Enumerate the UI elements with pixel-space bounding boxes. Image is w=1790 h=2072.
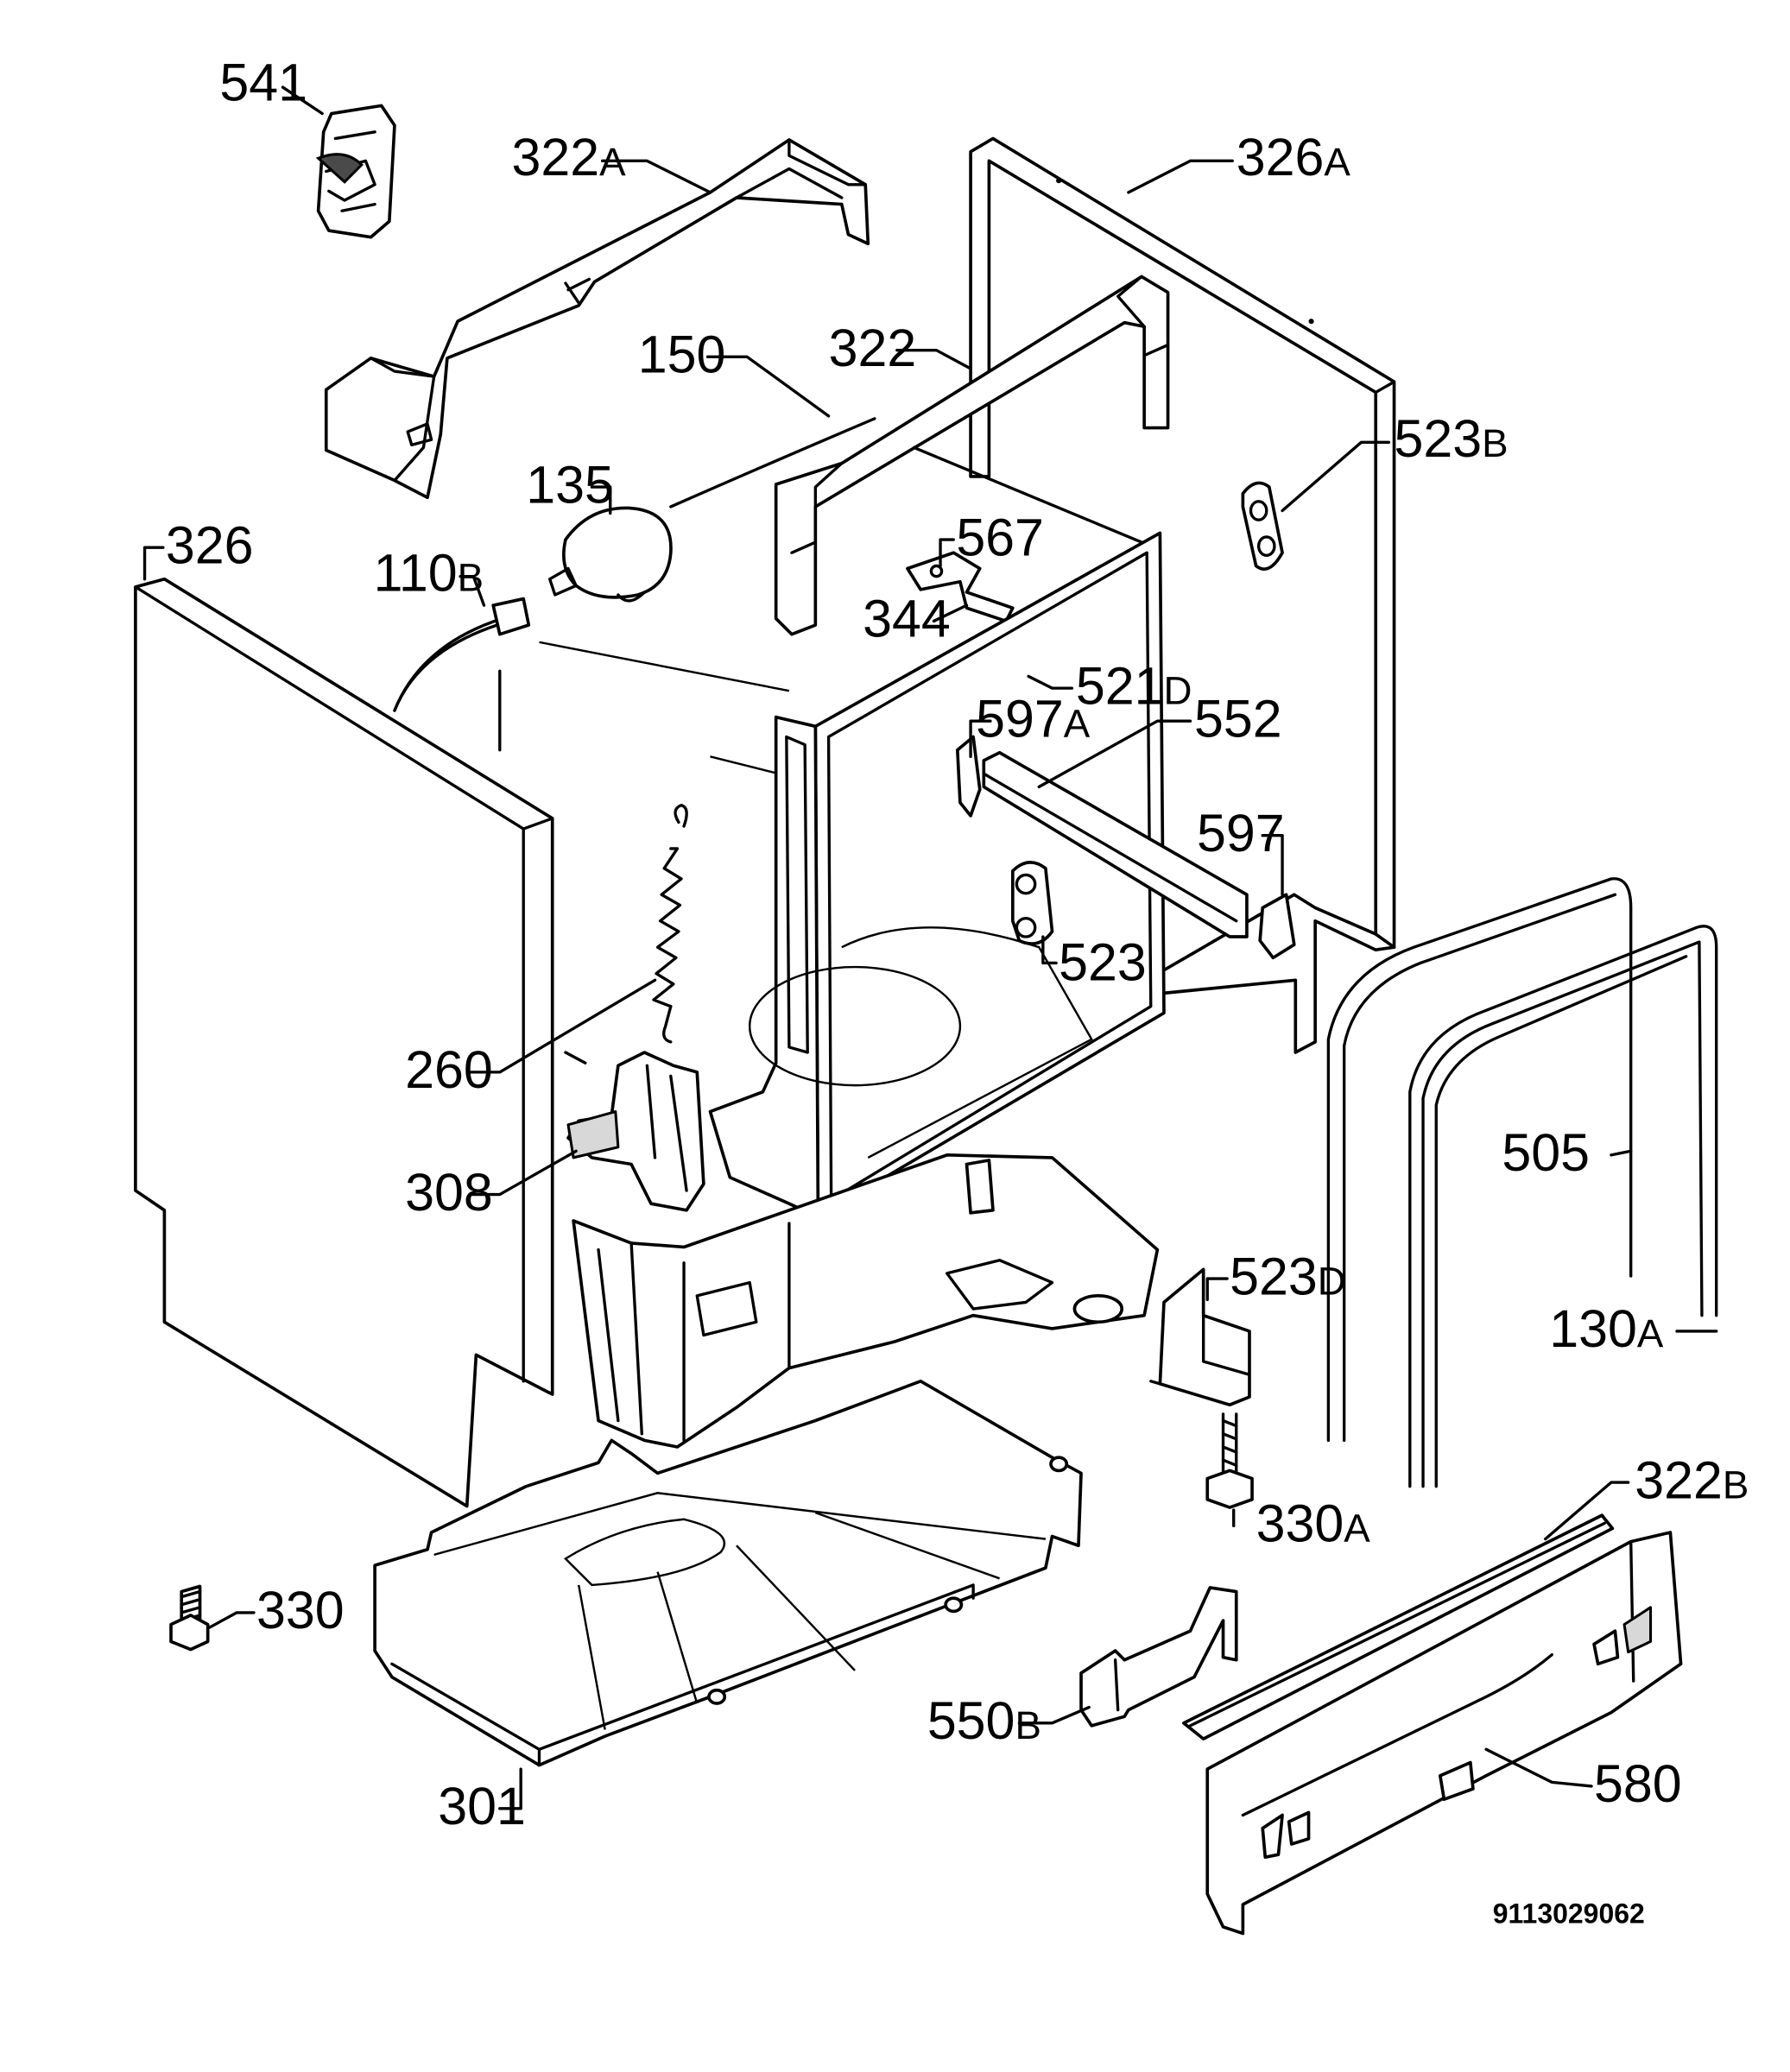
leader-552 — [1037, 719, 1192, 789]
callout-552: 552 — [1194, 689, 1282, 748]
part-597-clip — [1258, 893, 1296, 960]
callout-550b: 550B — [927, 1691, 1041, 1750]
part-523b-grommet — [1241, 481, 1284, 571]
callout-330: 330 — [256, 1581, 345, 1639]
part-301-base-tray — [373, 1379, 1083, 1767]
part-322a-top-rail — [324, 138, 870, 500]
leader-505 — [1610, 1149, 1633, 1157]
part-330-screw — [169, 1584, 210, 1652]
callout-labels: 541 322A 326A 150 322 523B 135 326 110B … — [166, 53, 1749, 1929]
leader-308 — [469, 1149, 578, 1197]
leader-326a — [1127, 159, 1234, 194]
callout-344: 344 — [863, 590, 951, 648]
leader-523d — [1205, 1277, 1229, 1302]
leader-523 — [1041, 935, 1058, 965]
callout-567: 567 — [956, 508, 1044, 566]
part-523d-bracket — [1149, 1267, 1251, 1407]
part-110b-hose — [393, 597, 531, 712]
callout-301: 301 — [438, 1777, 526, 1835]
part-326-side-panel — [134, 577, 554, 1508]
part-330a-foot — [1205, 1412, 1254, 1509]
leader-597a — [969, 719, 992, 759]
part-base-chassis — [572, 1153, 1160, 1449]
leader-322b — [1544, 1481, 1630, 1541]
callout-150: 150 — [638, 325, 726, 384]
callout-597a: 597A — [976, 689, 1091, 748]
leader-lines — [142, 85, 1718, 1810]
part-523-grommet-pair — [1010, 861, 1054, 945]
callout-322b: 322B — [1635, 1450, 1749, 1509]
callout-597: 597 — [1197, 804, 1285, 862]
leader-135 — [590, 485, 612, 515]
part-door-frame — [708, 531, 1166, 1219]
callout-130a: 130A — [1549, 1299, 1664, 1358]
callout-308: 308 — [405, 1163, 493, 1222]
leader-301 — [498, 1767, 522, 1810]
callout-135: 135 — [526, 455, 614, 514]
callout-260: 260 — [405, 1040, 493, 1099]
leader-330 — [206, 1611, 256, 1630]
part-541-clip — [315, 104, 396, 239]
leader-567 — [939, 538, 955, 568]
leader-521d — [1027, 674, 1074, 690]
part-322b-rail — [1182, 1513, 1615, 1740]
callout-322: 322 — [829, 319, 917, 377]
callout-521d: 521D — [1076, 656, 1192, 715]
callout-523: 523 — [1059, 932, 1147, 991]
leader-541 — [281, 85, 324, 116]
leader-344 — [932, 603, 969, 623]
callout-505: 505 — [1502, 1123, 1590, 1182]
callout-110b: 110B — [374, 543, 484, 602]
leader-326 — [142, 546, 165, 581]
part-308-hinge — [566, 1051, 705, 1212]
leader-580 — [1484, 1747, 1593, 1788]
callout-330a: 330A — [1256, 1494, 1371, 1553]
part-580-panel — [1205, 1531, 1683, 1936]
part-260-spring — [652, 804, 688, 1044]
leader-550b — [1017, 1705, 1091, 1725]
part-567-344-bracket — [906, 551, 1015, 623]
callout-523b: 523B — [1395, 409, 1509, 468]
part-135-float — [547, 506, 673, 603]
part-552-rail — [982, 750, 1249, 938]
callout-326a: 326A — [1237, 128, 1351, 186]
callout-580: 580 — [1594, 1754, 1682, 1813]
callout-326: 326 — [166, 515, 254, 574]
callout-322a: 322A — [512, 128, 627, 186]
leader-322 — [895, 349, 972, 370]
leader-597 — [1261, 834, 1284, 896]
leader-110b — [459, 574, 486, 607]
part-322-frame — [774, 275, 1170, 636]
part-550b-bracket — [1079, 1586, 1238, 1728]
leader-322a — [600, 159, 712, 194]
callout-523d: 523D — [1230, 1247, 1346, 1305]
document-code: 9113029062 — [1493, 1898, 1645, 1929]
callout-541: 541 — [219, 53, 307, 111]
part-505-130a-door-seals — [1326, 877, 1718, 1488]
leader-523b — [1281, 440, 1391, 513]
leader-260 — [469, 978, 657, 1074]
leader-150 — [705, 355, 831, 418]
